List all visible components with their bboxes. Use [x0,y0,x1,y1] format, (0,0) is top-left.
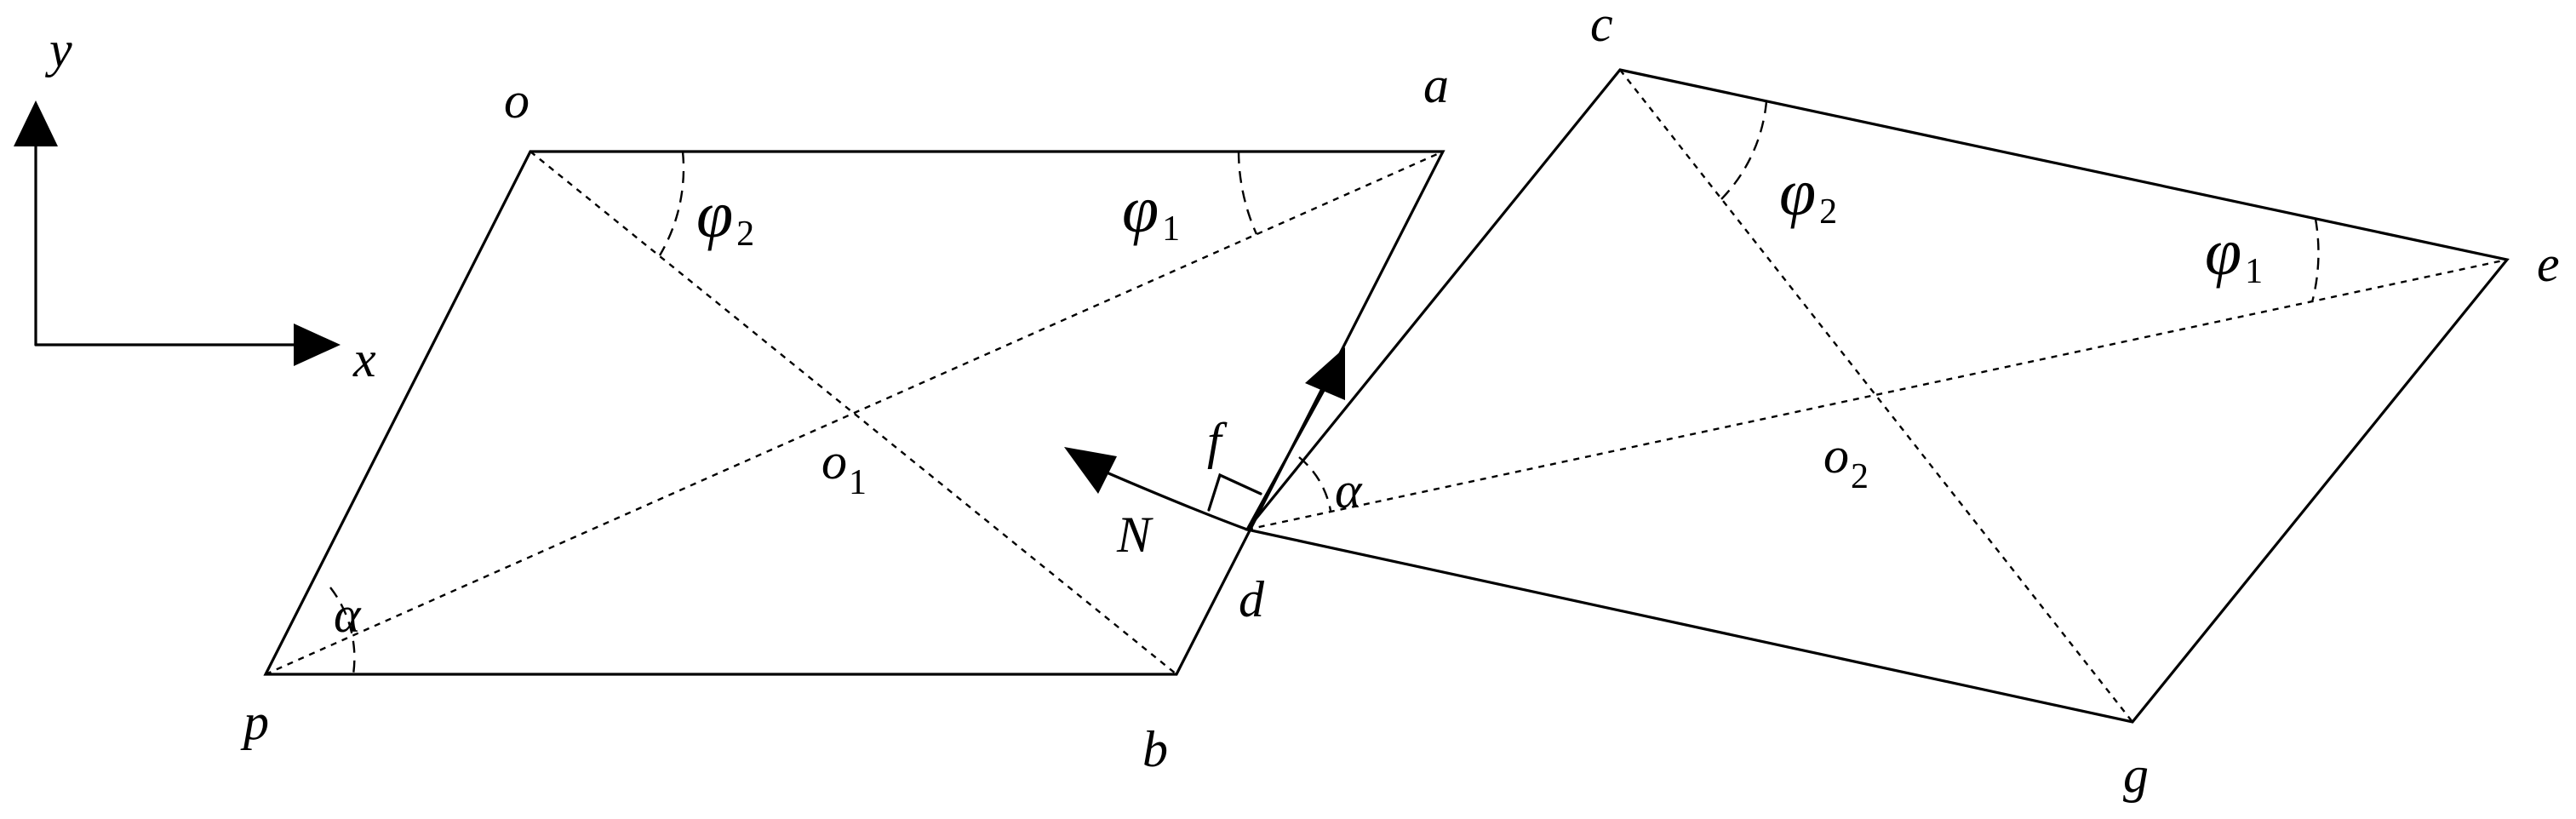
right-arc-phi1 [2310,218,2320,303]
center-o1-subscript: 1 [849,463,867,502]
normal-force-label: N [1116,507,1153,563]
right-phi1-subscript: 1 [2245,252,2263,291]
center-label-o2: o2 [1823,427,1869,496]
center-o1-letter: o [821,433,847,490]
point-label-d: d [1239,571,1265,627]
left-rhombus [263,150,1445,676]
friction-force-vector [1245,386,1327,531]
left-arc-phi1 [1237,151,1258,235]
left-phi2-symbol: φ [696,177,733,251]
right-angle-label-alpha: α [1335,462,1363,518]
left-phi1-subscript: 1 [1162,209,1180,249]
point-label-p: p [240,694,269,750]
right-phi2-subscript: 2 [1819,192,1837,232]
friction-force-arrowhead [1305,347,1345,400]
right-rhombus [1245,68,2510,724]
center-o2-letter: o [1823,427,1849,484]
y-axis-label: y [44,21,72,77]
point-label-g: g [2123,747,2149,803]
friction-force-label: f [1207,413,1228,469]
center-o2-subscript: 2 [1851,457,1869,496]
left-phi2-subscript: 2 [736,215,754,254]
right-phi1-symbol: φ [2205,215,2241,289]
point-label-o: o [504,72,530,129]
left-diagonal-ob [530,151,1177,675]
left-angle-label-phi1: φ1 [1122,172,1180,249]
left-phi1-symbol: φ [1122,172,1159,246]
left-diagonal-pa [265,150,1444,676]
point-label-e: e [2537,236,2560,292]
right-phi2-symbol: φ [1779,155,1816,229]
right-diagonal-cg [1619,69,2133,723]
normal-force-arrowhead [1064,447,1117,494]
vertex-labels: o a b p c e g d [240,0,2560,803]
right-angle-marker [1207,472,1262,512]
center-labels: o1 o2 [821,427,1869,502]
normal-force-vector [1105,471,1249,531]
angle-labels: φ2 φ1 α φ2 φ1 α [334,155,2263,643]
x-axis-arrowhead [294,324,341,366]
center-label-o1: o1 [821,433,867,502]
contact-forces [1064,347,1345,531]
point-label-c: c [1590,0,1613,52]
force-labels: f N [1116,413,1228,563]
right-arc-phi2 [1720,100,1768,200]
right-arc-alpha [1298,456,1332,512]
left-angle-label-alpha: α [334,587,362,643]
x-axis-label: x [352,331,376,387]
right-rhombus-outline [1245,68,2510,724]
point-label-a: a [1423,57,1449,113]
left-angle-label-phi2: φ2 [696,177,754,254]
coordinate-axes: y x [14,21,376,387]
point-label-b: b [1142,721,1168,777]
left-arc-phi2 [658,151,685,256]
left-rhombus-outline [263,150,1445,676]
right-angle-label-phi2: φ2 [1779,155,1837,232]
right-angle-label-phi1: φ1 [2205,215,2263,291]
left-arc-alpha [329,587,356,675]
right-diagonal-de [1246,258,2508,531]
y-axis-arrowhead [14,100,58,146]
